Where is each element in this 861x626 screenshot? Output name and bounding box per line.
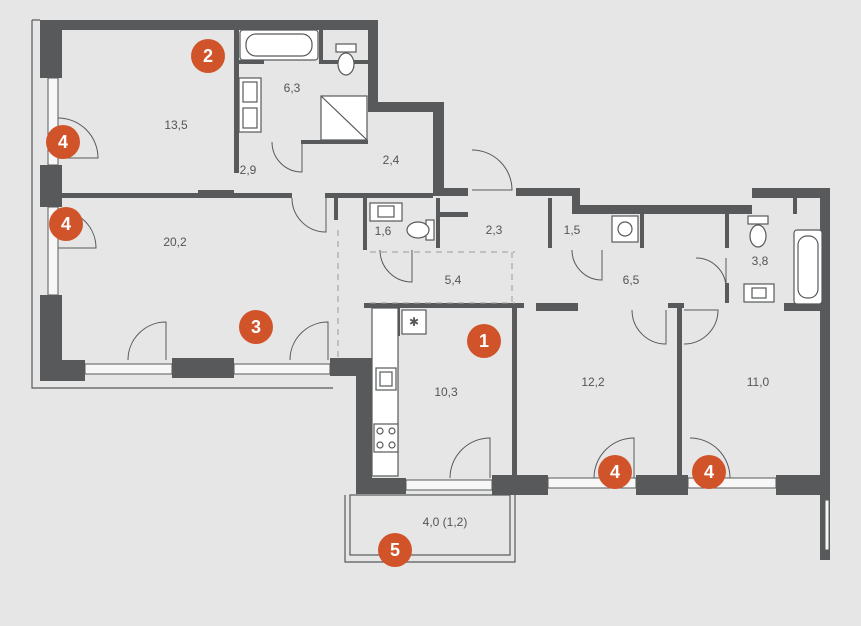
marker-4-bedroom-right: 4 [692, 455, 726, 489]
marker-2: 2 [191, 39, 225, 73]
hall-dashed-boundary [337, 230, 515, 358]
sink-2 [369, 202, 403, 222]
ventilation-unit: ✱ [401, 309, 427, 335]
marker-4-bedroom-middle: 4 [598, 455, 632, 489]
sink-3 [743, 283, 775, 303]
washer [611, 215, 639, 243]
room-label-3-8: 3,8 [752, 254, 769, 268]
room-label-1-5: 1,5 [564, 223, 581, 237]
sink-double [238, 77, 262, 133]
toilet-2 [406, 219, 435, 241]
room-label-1-6: 1,6 [375, 224, 392, 238]
svg-text:4: 4 [704, 462, 714, 482]
interior-walls [62, 30, 820, 475]
room-label-6-5: 6,5 [623, 273, 640, 287]
exterior-walls [40, 20, 830, 560]
marker-3: 3 [239, 310, 273, 344]
toilet-3 [747, 215, 769, 248]
room-label-2-9: 2,9 [240, 163, 257, 177]
room-label-2-4: 2,4 [383, 153, 400, 167]
zone-markers: 1 2 3 4 4 4 4 5 [46, 39, 726, 567]
room-label-11-0: 11,0 [747, 375, 770, 389]
room-label-5-4: 5,4 [445, 273, 462, 287]
svg-text:4: 4 [61, 214, 71, 234]
room-label-12-2: 12,2 [581, 375, 605, 389]
room-labels: 13,5 6,3 2,9 2,4 20,2 1,6 2,3 1,5 5,4 6,… [163, 81, 769, 529]
marker-5: 5 [378, 533, 412, 567]
svg-text:2: 2 [203, 46, 213, 66]
svg-text:4: 4 [610, 462, 620, 482]
bathtub-2 [793, 229, 823, 305]
windows [47, 77, 830, 551]
outer-contour [31, 19, 516, 563]
svg-text:5: 5 [390, 540, 400, 560]
room-label-4-0-balcony: 4,0 (1,2) [423, 515, 468, 529]
svg-text:1: 1 [479, 331, 489, 351]
svg-text:3: 3 [251, 317, 261, 337]
svg-text:4: 4 [58, 132, 68, 152]
toilet-1 [335, 43, 357, 76]
svg-text:✱: ✱ [409, 315, 419, 329]
marker-1: 1 [467, 324, 501, 358]
shower [320, 95, 368, 141]
room-label-6-3: 6,3 [284, 81, 301, 95]
room-label-2-3: 2,3 [486, 223, 503, 237]
bathtub-1 [239, 29, 319, 61]
balcony [349, 494, 511, 556]
marker-4-bedroom-left: 4 [46, 125, 80, 159]
room-label-20-2: 20,2 [163, 235, 187, 249]
room-label-10-3: 10,3 [434, 385, 458, 399]
room-label-13-5: 13,5 [164, 118, 188, 132]
marker-4-living-left: 4 [49, 207, 83, 241]
kitchen-counter [371, 307, 399, 477]
